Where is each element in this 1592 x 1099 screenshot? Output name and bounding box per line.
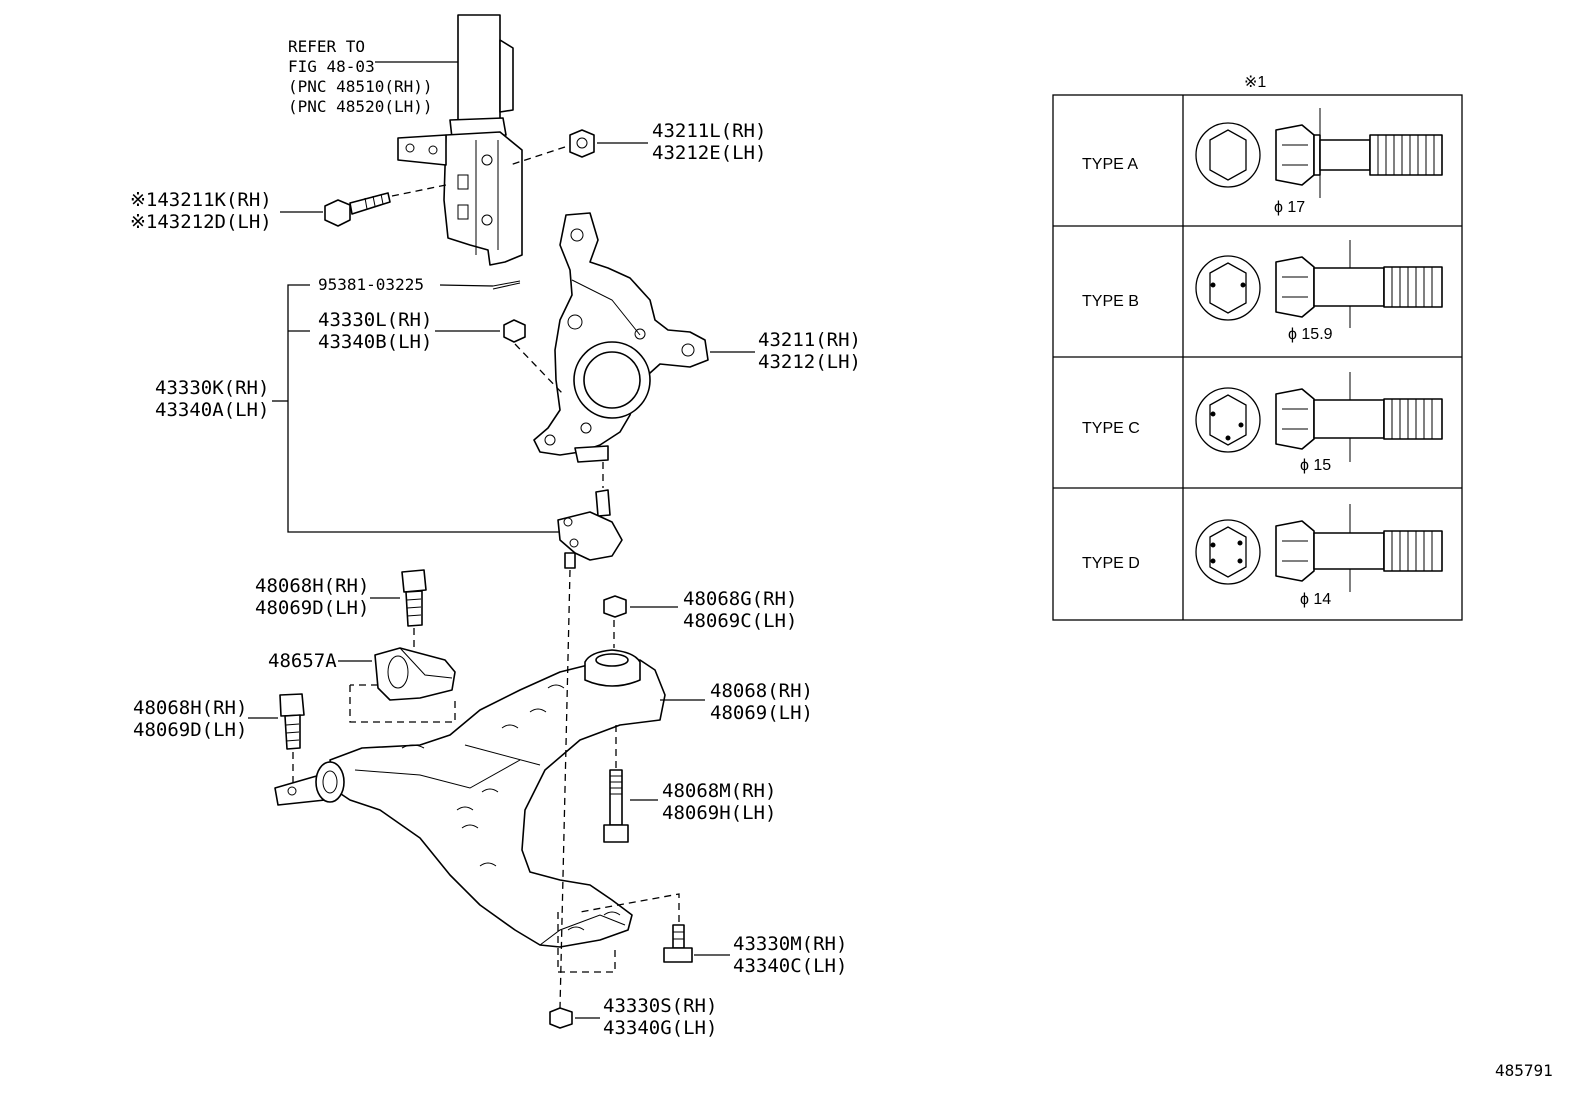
svg-text:48069D(LH): 48069D(LH) [133, 719, 247, 741]
svg-text:48657A: 48657A [268, 650, 337, 672]
ball-joint-43330k: 43330K(RH) 43340A(LH) [155, 284, 623, 569]
lower-control-arm: 48068(RH) 48069(LH) [274, 649, 813, 948]
svg-text:43330L(RH): 43330L(RH) [318, 309, 432, 331]
svg-text:48069C(LH): 48069C(LH) [683, 610, 797, 632]
svg-text:43330K(RH): 43330K(RH) [155, 377, 269, 399]
table-row: TYPE A ϕ 17 [1082, 108, 1443, 216]
svg-text:43330M(RH): 43330M(RH) [733, 933, 847, 955]
svg-text:48068H(RH): 48068H(RH) [133, 697, 247, 719]
bolt-type-label: TYPE B [1082, 293, 1139, 310]
svg-text:48069D(LH): 48069D(LH) [255, 597, 369, 619]
strut-assembly [397, 14, 523, 266]
svg-text:43330S(RH): 43330S(RH) [603, 995, 717, 1017]
svg-text:95381-03225: 95381-03225 [318, 275, 424, 294]
svg-text:※143212D(LH): ※143212D(LH) [130, 211, 272, 233]
svg-text:43340A(LH): 43340A(LH) [155, 399, 269, 421]
bolt-48068h-left: 48068H(RH) 48069D(LH) [133, 693, 305, 785]
svg-text:43340B(LH): 43340B(LH) [318, 331, 432, 353]
bolt-48068m: 48068M(RH) 48069H(LH) [603, 725, 776, 843]
svg-text:48069H(LH): 48069H(LH) [662, 802, 776, 824]
refer-callout: REFER TO FIG 48-03 (PNC 48510(RH)) (PNC … [288, 37, 458, 116]
bracket-48657a: 48657A [268, 647, 456, 723]
bolt-diameter: ϕ 15 [1300, 457, 1331, 474]
nut-43211l: 43211L(RH) 43212E(LH) [509, 120, 766, 166]
bolt-type-label: TYPE C [1082, 420, 1140, 437]
table-row: TYPE D ϕ 14 [1082, 504, 1443, 608]
svg-text:(PNC 48510(RH)): (PNC 48510(RH)) [288, 77, 433, 96]
bolt-43211k: ※143211K(RH) ※143212D(LH) [130, 184, 447, 233]
bolt-diameter: ϕ 17 [1274, 199, 1305, 216]
figure-id: 485791 [1495, 1061, 1553, 1080]
svg-text:FIG 48-03: FIG 48-03 [288, 57, 375, 76]
bolt-diameter: ϕ 15.9 [1288, 326, 1333, 343]
bolt-diameter: ϕ 14 [1300, 591, 1331, 608]
table-header: ※1 [1244, 74, 1266, 91]
svg-text:43211(RH): 43211(RH) [758, 329, 861, 351]
bolt-type-table: ※1 TYPE A ϕ 17 TYPE B [1052, 74, 1463, 621]
svg-text:43340G(LH): 43340G(LH) [603, 1017, 717, 1039]
svg-text:48068G(RH): 48068G(RH) [683, 588, 797, 610]
svg-text:48068H(RH): 48068H(RH) [255, 575, 369, 597]
svg-text:43212E(LH): 43212E(LH) [652, 142, 766, 164]
bolt-type-label: TYPE A [1082, 156, 1138, 173]
bolt-48068h-top: 48068H(RH) 48069D(LH) [255, 569, 427, 650]
svg-text:43211L(RH): 43211L(RH) [652, 120, 766, 142]
svg-text:48068M(RH): 48068M(RH) [662, 780, 776, 802]
bolt-43330m: 43330M(RH) 43340C(LH) [579, 893, 847, 977]
svg-text:※143211K(RH): ※143211K(RH) [130, 189, 272, 211]
nut-48068g: 48068G(RH) 48069C(LH) [603, 588, 797, 648]
svg-text:48069(LH): 48069(LH) [710, 702, 813, 724]
table-row: TYPE B ϕ 15.9 [1082, 240, 1443, 343]
nut-43330s: 43330S(RH) 43340G(LH) [549, 569, 717, 1039]
cotter-pin-95381: 95381-03225 [318, 275, 521, 294]
svg-text:REFER TO: REFER TO [288, 37, 365, 56]
steering-knuckle: 43211(RH) 43212(LH) [533, 212, 861, 463]
svg-text:43212(LH): 43212(LH) [758, 351, 861, 373]
svg-text:48068(RH): 48068(RH) [710, 680, 813, 702]
table-row: TYPE C ϕ 15 [1082, 372, 1443, 474]
svg-text:43340C(LH): 43340C(LH) [733, 955, 847, 977]
nut-43330l: 43330L(RH) 43340B(LH) [318, 309, 563, 394]
bolt-type-label: TYPE D [1082, 555, 1140, 572]
svg-text:(PNC 48520(LH)): (PNC 48520(LH)) [288, 97, 433, 116]
